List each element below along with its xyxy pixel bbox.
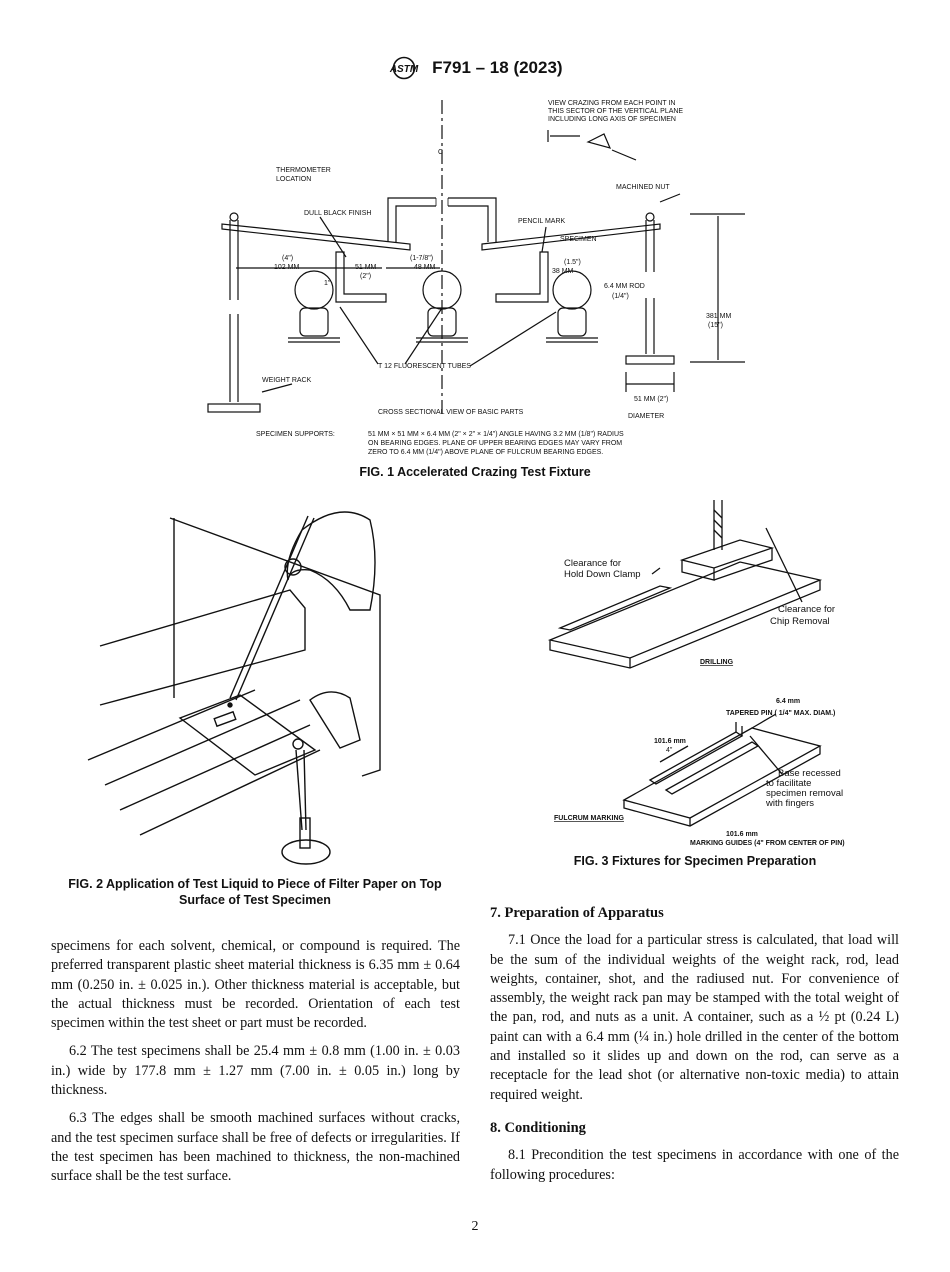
- fig1-label-tubes: T 12 FLUORESCENT TUBES: [378, 363, 471, 370]
- fig3-label-base-3: specimen removal: [766, 788, 843, 799]
- fig1-supports-label: SPECIMEN SUPPORTS:: [256, 431, 335, 438]
- fig3-caption: FIG. 3 Fixtures for Specimen Preparation: [573, 854, 817, 868]
- fig3-label-base-4: with fingers: [765, 798, 814, 809]
- fig1-label-dim-2in: (2"): [360, 273, 371, 280]
- fig1-supports-2: ON BEARING EDGES. PLANE OF UPPER BEARING…: [368, 440, 622, 447]
- fig1-label-specimen: SPECIMEN: [560, 236, 597, 243]
- fig3-label-clamp-2: Hold Down Clamp: [564, 569, 641, 580]
- fig1-label-dim-102: 102 MM: [274, 264, 299, 271]
- para-6-3: 6.3 The edges shall be smooth machined s…: [51, 1110, 460, 1185]
- fig1-label-diameter: DIAMETER: [628, 413, 664, 420]
- fig1-label-weight-rack: WEIGHT RACK: [262, 377, 312, 384]
- fig1-label-rod-1: 6.4 MM ROD: [604, 283, 645, 290]
- fig2-drawing: [87, 511, 381, 865]
- astm-logo-icon: ASTM: [389, 56, 419, 80]
- fig1-label-rod-2: (1/4"): [612, 293, 629, 300]
- fig1-label-machined-nut: MACHINED NUT: [616, 184, 670, 191]
- fig1-supports-1: 51 MM × 51 MM × 6.4 MM (2" × 2" × 1/4") …: [368, 431, 624, 438]
- fig3-label-chip-1: Clearance for: [778, 604, 835, 615]
- fig2-caption: FIG. 2 Application of Test Liquid to Pie…: [68, 877, 442, 907]
- fig3-label-fulcrum: FULCRUM MARKING: [554, 815, 625, 822]
- fig1-label-thermo-1: THERMOMETER: [276, 167, 331, 174]
- fig1-label-dim-15in: (1.5"): [564, 259, 581, 266]
- fig1-label-centerline: C: [438, 149, 443, 156]
- fig1-label-view-2: THIS SECTOR OF THE VERTICAL PLANE: [548, 108, 683, 115]
- fig1-label-dim-178: (1-7/8"): [410, 255, 433, 262]
- fig1-label-cross-section: CROSS SECTIONAL VIEW OF BASIC PARTS: [378, 409, 524, 416]
- section-7-heading: 7. Preparation of Apparatus: [490, 905, 664, 921]
- fig1-drawing: VIEW CRAZING FROM EACH POINT IN THIS SEC…: [207, 100, 745, 456]
- fig1-label-view-3: INCLUDING LONG AXIS OF SPECIMEN: [548, 116, 676, 123]
- para-8-1: 8.1 Precondition the test specimens in a…: [490, 1147, 899, 1183]
- fig3-label-clamp-1: Clearance for: [564, 558, 621, 569]
- designation: F791 – 18 (2023): [432, 58, 563, 77]
- fig3-label-dim-1016b: 101.6 mm: [726, 831, 758, 838]
- fig1-label-dim-38: 38 MM: [552, 268, 574, 275]
- right-column: 7. Preparation of Apparatus 7.1 Once the…: [490, 904, 899, 1194]
- fig1-label-thermo-2: LOCATION: [276, 176, 311, 183]
- fig1-label-dim-15: (15"): [708, 322, 723, 329]
- fig3-label-drilling: DRILLING: [700, 659, 734, 666]
- para-7-1: 7.1 Once the load for a particular stres…: [490, 932, 899, 1103]
- fig3-label-tapered: TAPERED PIN ( 1/4" MAX. DIAM.): [726, 710, 835, 717]
- left-column: specimens for each solvent, chemical, or…: [51, 937, 460, 1196]
- fig3-label-dim-4in: 4": [666, 747, 673, 754]
- fig1-label-dim-1in: 1": [324, 280, 331, 287]
- para-6-2: 6.2 The test specimens shall be 25.4 mm …: [51, 1043, 460, 1099]
- page-header: ASTM F791 – 18 (2023): [0, 56, 950, 80]
- para-6-1-cont: specimens for each solvent, chemical, or…: [51, 938, 460, 1032]
- fig1-label-dull-black: DULL BLACK FINISH: [304, 210, 371, 217]
- fig3-label-base-2: to facilitate: [766, 778, 811, 789]
- fig3-label-dim-1016: 101.6 mm: [654, 738, 686, 745]
- page-number: 2: [471, 1219, 479, 1234]
- svg-text:ASTM: ASTM: [389, 64, 419, 75]
- fig1-label-view-1: VIEW CRAZING FROM EACH POINT IN: [548, 100, 675, 107]
- fig1-label-dim-51b: 51 MM (2"): [634, 396, 668, 403]
- fig1-supports-3: ZERO TO 6.4 MM (1/4") ABOVE PLANE OF FUL…: [368, 449, 603, 456]
- fig1-label-dim-48: 48 MM: [414, 264, 436, 271]
- fig3-label-guides: MARKING GUIDES (4" FROM CENTER OF PIN): [690, 840, 845, 847]
- fig1-label-dim-4in: (4"): [282, 255, 293, 262]
- section-8-heading: 8. Conditioning: [490, 1119, 586, 1136]
- fig1-label-dim-381: 381 MM: [706, 313, 731, 320]
- fig3-label-chip-2: Chip Removal: [770, 616, 830, 627]
- fig1-label-pencil-mark: PENCIL MARK: [518, 218, 566, 225]
- fig3-label-dim-64: 6.4 mm: [776, 698, 800, 705]
- fig3-drawing: Clearance for Hold Down Clamp Clearance …: [547, 500, 845, 847]
- fig1-label-dim-51: 51 MM: [355, 264, 377, 271]
- fig1-caption: FIG. 1 Accelerated Crazing Test Fixture: [359, 465, 591, 479]
- fig3-label-base-1: Base recessed: [778, 768, 841, 779]
